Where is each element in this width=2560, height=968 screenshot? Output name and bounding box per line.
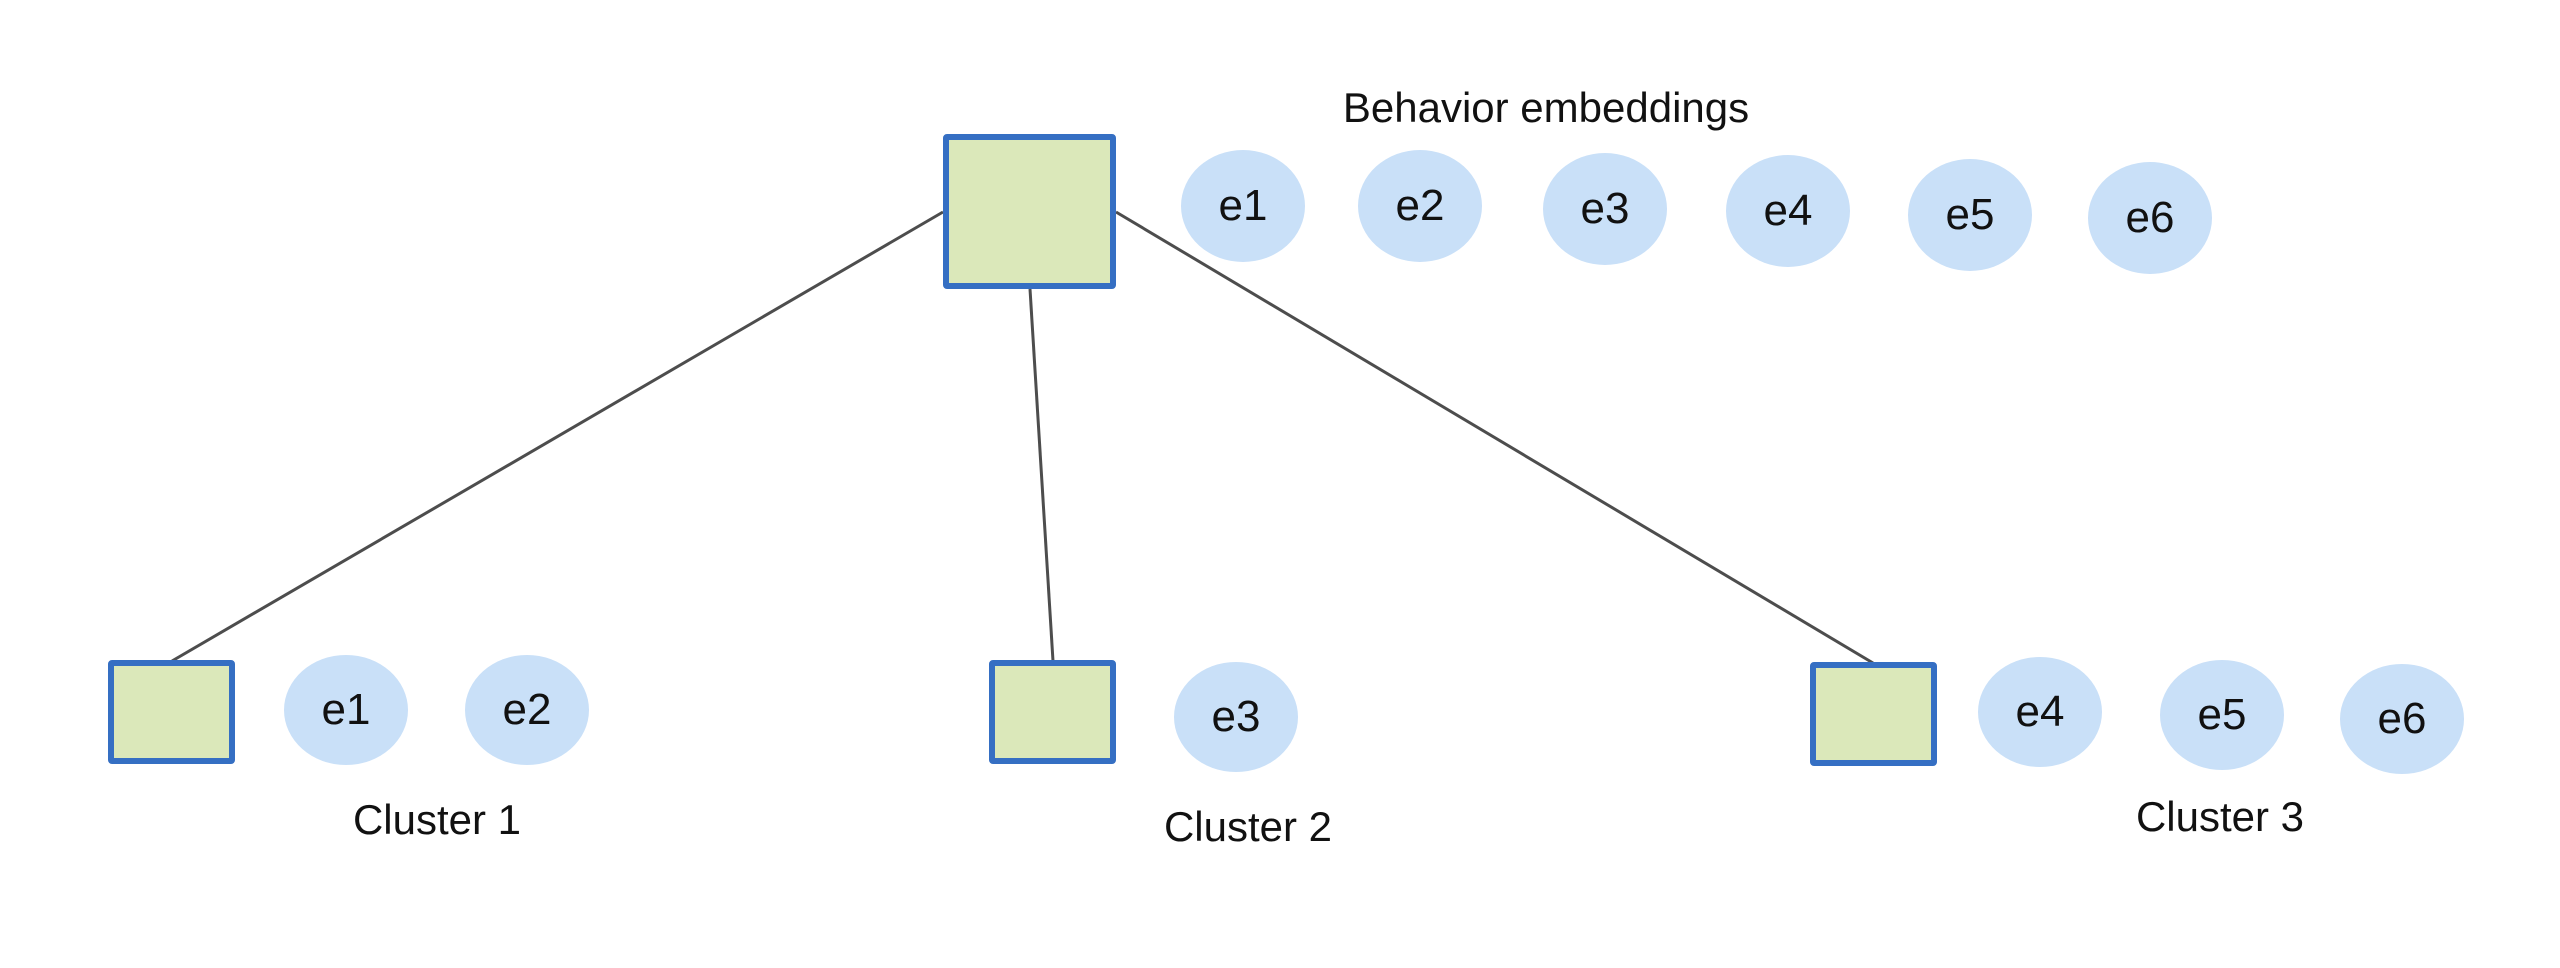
behavior-embedding-e4: e4 xyxy=(1726,155,1850,267)
cluster-1-label: Cluster 1 xyxy=(352,796,522,843)
diagram-title: Behavior embeddings xyxy=(1342,84,1750,131)
cluster-2-embedding-e3: e3 xyxy=(1174,662,1298,772)
edge-root-cluster-1 xyxy=(171,210,944,663)
root-node xyxy=(943,134,1116,289)
behavior-embedding-e5: e5 xyxy=(1908,159,2032,271)
behavior-embedding-e1: e1 xyxy=(1181,150,1305,262)
cluster-2-label: Cluster 2 xyxy=(1163,803,1333,850)
cluster-1-embedding-e2: e2 xyxy=(465,655,589,765)
cluster-1-node xyxy=(108,660,235,764)
behavior-embedding-e2: e2 xyxy=(1358,150,1482,262)
behavior-embedding-e3: e3 xyxy=(1543,153,1667,265)
cluster-1-embedding-e1: e1 xyxy=(284,655,408,765)
cluster-3-embedding-e4: e4 xyxy=(1978,657,2102,767)
cluster-3-embedding-e5: e5 xyxy=(2160,660,2284,770)
edge-root-cluster-3 xyxy=(1115,210,1874,665)
cluster-3-label: Cluster 3 xyxy=(2135,793,2305,840)
cluster-3-node xyxy=(1810,662,1937,766)
edge-root-cluster-2 xyxy=(1028,288,1055,662)
behavior-embedding-e6: e6 xyxy=(2088,162,2212,274)
cluster-3-embedding-e6: e6 xyxy=(2340,664,2464,774)
cluster-2-node xyxy=(989,660,1116,764)
